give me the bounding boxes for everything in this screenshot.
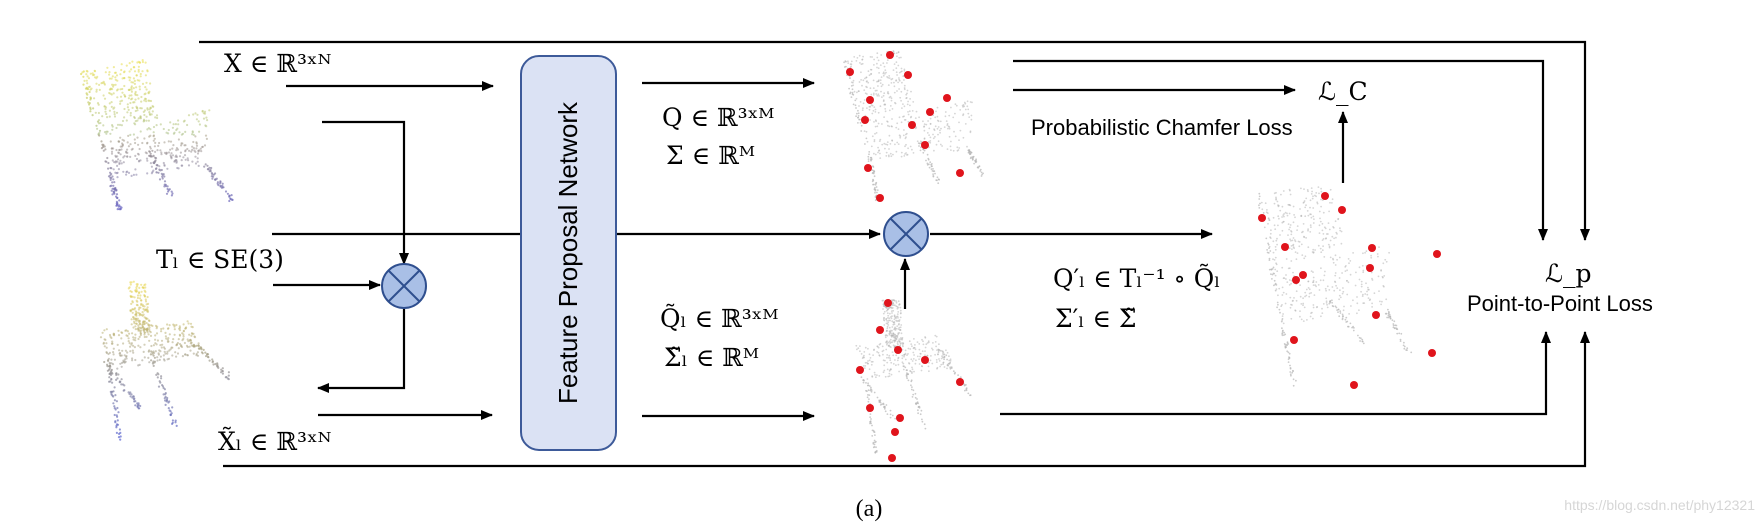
feature-proposal-network: Feature Proposal Network [520, 55, 617, 451]
x-input-label: X ∈ ℝ³ˣᴺ [224, 49, 332, 78]
sigma-prime-label: Σ′ₗ ∈ Σ̃ [1055, 304, 1137, 333]
keypoints-chair-aligned [1258, 186, 1441, 389]
keypoints-chair-bottom [855, 299, 972, 462]
watermark: https://blog.csdn.net/phy12321 [1564, 497, 1755, 513]
p2p-loss-label: Point-to-Point Loss [1467, 291, 1653, 316]
chamfer-loss-label: Probabilistic Chamfer Loss [1031, 115, 1293, 140]
xl-input-label: X̃ₗ ∈ ℝ³ˣᴺ [218, 427, 332, 456]
input-chair-point-cloud [80, 59, 234, 211]
multiply-node-left [381, 263, 427, 309]
q-prime-label: Q′ₗ ∈ Tₗ⁻¹ ∘ Q̃ₗ [1053, 264, 1220, 293]
figure-caption: (a) [856, 496, 883, 522]
sigmal-output-label: Σ̃ₗ ∈ ℝᴹ [664, 343, 759, 372]
sigma-output-label: Σ ∈ ℝᴹ [666, 141, 755, 170]
transformed-chair-point-cloud [99, 280, 230, 441]
connectors [199, 40, 1590, 468]
network-label: Feature Proposal Network [553, 101, 583, 404]
ql-output-label: Q̃ₗ ∈ ℝ³ˣᴹ [660, 304, 778, 333]
q-output-label: Q ∈ ℝ³ˣᴹ [662, 103, 774, 132]
p2p-loss-symbol: ℒ_p [1545, 259, 1592, 288]
keypoints-chair-top [843, 50, 984, 202]
multiply-node-right [883, 211, 929, 257]
t-input-label: Tₗ ∈ SE(3) [156, 245, 284, 274]
chamfer-loss-symbol: ℒ_C [1318, 77, 1368, 106]
